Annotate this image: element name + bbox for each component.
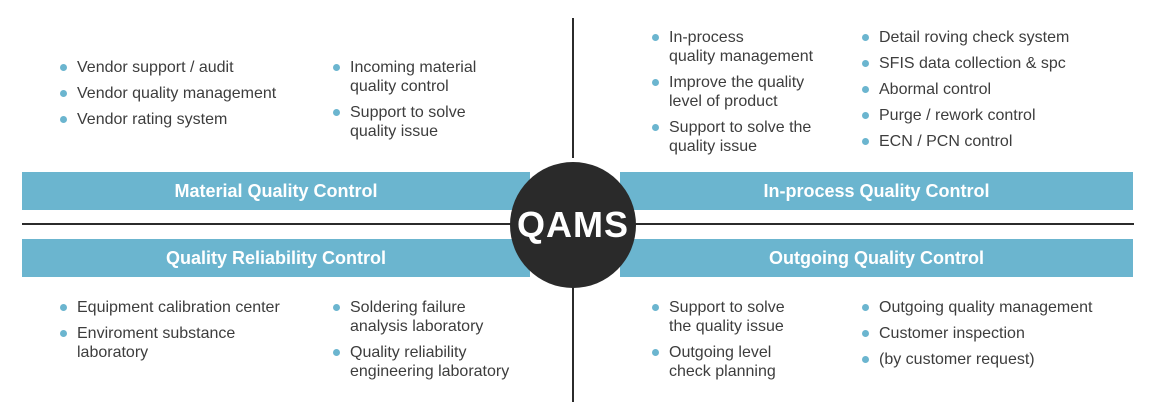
list-item-line: analysis laboratory	[350, 318, 484, 335]
list-item-line: laboratory	[77, 344, 149, 361]
list-item: Outgoing quality management	[862, 298, 1092, 317]
reliability-list-col2: Soldering failure analysis laboratory Qua…	[333, 298, 509, 388]
reliability-list-col1: Equipment calibration center Enviroment …	[60, 298, 280, 369]
outgoing-list-col2: Outgoing quality management Customer ins…	[862, 298, 1092, 376]
bullet-icon	[652, 304, 659, 311]
list-item-text: Vendor rating system	[77, 111, 228, 128]
bullet-icon	[652, 34, 659, 41]
list-item-line: Equipment calibration center	[77, 299, 280, 316]
list-item: Outgoing level check planning	[652, 343, 785, 381]
list-item: SFIS data collection & spc	[862, 54, 1069, 73]
list-item: ECN / PCN control	[862, 132, 1069, 151]
list-item: (by customer request)	[862, 350, 1092, 369]
qams-label: QAMS	[517, 204, 629, 245]
bullet-icon	[862, 330, 869, 337]
list-item-line: Support to solve the	[669, 119, 812, 136]
list-item-line: quality control	[350, 78, 449, 95]
list-item-line: quality management	[669, 48, 814, 65]
list-item: Incoming material quality control	[333, 58, 476, 96]
list-item: Vendor support / audit	[60, 58, 276, 77]
list-item: Customer inspection	[862, 324, 1092, 343]
list-item-line: Improve the quality	[669, 74, 805, 91]
bullet-icon	[60, 330, 67, 337]
list-item: Abormal control	[862, 80, 1069, 99]
bullet-icon	[862, 86, 869, 93]
list-item-line: Soldering failure	[350, 299, 466, 316]
inprocess-list-col1: In-process quality management Improve the…	[652, 28, 813, 163]
bullet-icon	[333, 304, 340, 311]
bullet-icon	[862, 60, 869, 67]
bullet-icon	[333, 109, 340, 116]
quality-reliability-control-bar: Quality Reliability Control	[22, 239, 530, 277]
list-item: Support to solve the quality issue	[652, 298, 785, 336]
material-list-col2: Incoming material quality control Support…	[333, 58, 476, 148]
list-item: Quality reliability engineering laborator…	[333, 343, 509, 381]
list-item: Vendor rating system	[60, 110, 276, 129]
vertical-divider-bottom	[572, 272, 574, 402]
list-item: Improve the quality level of product	[652, 73, 813, 111]
list-item-line: engineering laboratory	[350, 363, 510, 380]
bullet-icon	[862, 138, 869, 145]
bullet-icon	[60, 90, 67, 97]
quality-reliability-control-title: Quality Reliability Control	[165, 247, 387, 268]
list-item: In-process quality management	[652, 28, 813, 66]
list-item-line: Support to solve	[350, 104, 466, 121]
list-item-line: In-process	[669, 29, 744, 46]
list-item-line: quality issue	[669, 138, 758, 155]
list-item-line: check planning	[669, 363, 776, 380]
list-item: Soldering failure analysis laboratory	[333, 298, 509, 336]
list-item-line: Enviroment substance	[77, 325, 236, 342]
list-item: Vendor quality management	[60, 84, 276, 103]
bullet-icon	[60, 116, 67, 123]
qams-center-circle: QAMS	[510, 162, 636, 288]
bullet-icon	[652, 349, 659, 356]
bullet-icon	[862, 304, 869, 311]
bullet-icon	[652, 79, 659, 86]
material-quality-control-bar: Material Quality Control	[22, 172, 530, 210]
list-item-text: Outgoing quality management	[879, 299, 1093, 316]
list-item: Detail roving check system	[862, 28, 1069, 47]
list-item-line: quality issue	[350, 123, 439, 140]
inprocess-quality-control-title: In-process Quality Control	[763, 180, 990, 201]
outgoing-list-col1: Support to solve the quality issue Outgoi…	[652, 298, 785, 388]
list-item: Enviroment substance laboratory	[60, 324, 280, 362]
list-item-text: ECN / PCN control	[879, 133, 1013, 150]
vertical-divider-top	[572, 18, 574, 158]
list-item-line: Quality reliability	[350, 344, 467, 361]
list-item-line: the quality issue	[669, 318, 784, 335]
list-item-text: Vendor quality management	[77, 85, 277, 102]
list-item-text: Abormal control	[879, 81, 992, 98]
outgoing-quality-control-bar: Outgoing Quality Control	[620, 239, 1133, 277]
list-item-line: level of product	[669, 93, 778, 110]
list-item-text: Customer inspection	[879, 325, 1025, 342]
bullet-icon	[333, 64, 340, 71]
bullet-icon	[60, 304, 67, 311]
list-item-text: SFIS data collection & spc	[879, 55, 1066, 72]
list-item: Support to solve the quality issue	[652, 118, 813, 156]
list-item-line: Support to solve	[669, 299, 785, 316]
list-item-text: Vendor support / audit	[77, 59, 234, 76]
list-item: Purge / rework control	[862, 106, 1069, 125]
bullet-icon	[652, 124, 659, 131]
outgoing-quality-control-title: Outgoing Quality Control	[769, 247, 984, 268]
list-item-text: (by customer request)	[879, 351, 1035, 368]
list-item-text: Detail roving check system	[879, 29, 1070, 46]
material-list-col1: Vendor support / audit Vendor quality ma…	[60, 58, 276, 136]
list-item-text: Purge / rework control	[879, 107, 1036, 124]
list-item: Equipment calibration center	[60, 298, 280, 317]
inprocess-list-col2: Detail roving check system SFIS data col…	[862, 28, 1069, 158]
bullet-icon	[60, 64, 67, 71]
inprocess-quality-control-bar: In-process Quality Control	[620, 172, 1133, 210]
list-item-line: Outgoing level	[669, 344, 772, 361]
list-item: Support to solve quality issue	[333, 103, 476, 141]
bullet-icon	[862, 34, 869, 41]
material-quality-control-title: Material Quality Control	[174, 180, 378, 201]
bullet-icon	[862, 356, 869, 363]
bullet-icon	[333, 349, 340, 356]
bullet-icon	[862, 112, 869, 119]
list-item-line: Incoming material	[350, 59, 477, 76]
